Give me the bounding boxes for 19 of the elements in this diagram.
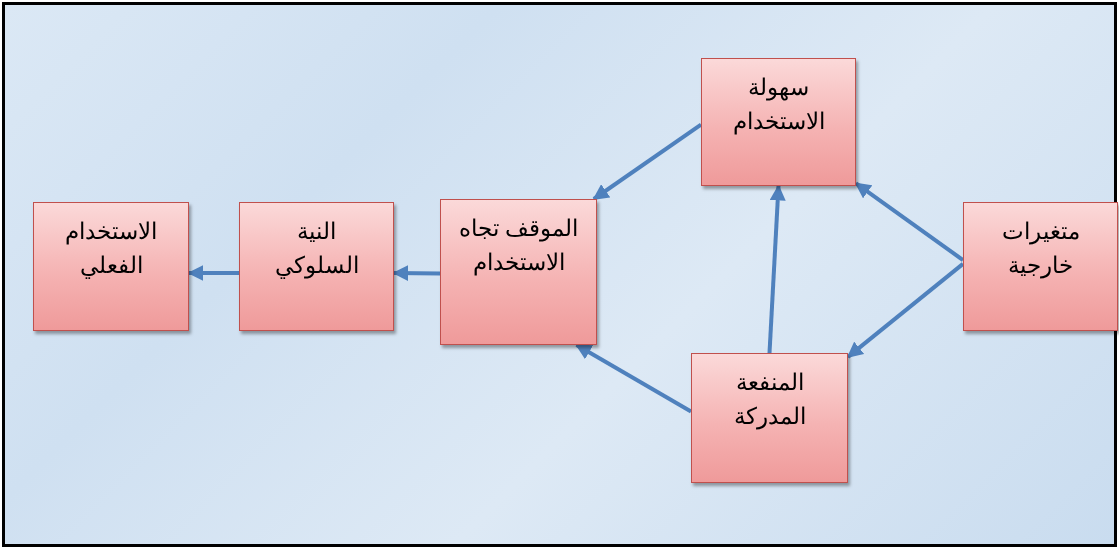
box-label: الموقف تجاه الاستخدام xyxy=(458,215,579,278)
process-box xyxy=(440,199,597,345)
process-box xyxy=(691,353,848,483)
arrow xyxy=(187,264,239,281)
box-label: سهولة الاستخدام xyxy=(731,74,826,137)
process-box xyxy=(33,202,189,331)
box-label: الاستخدام الفعلي xyxy=(64,218,158,281)
box-label: المنفعة المدركة xyxy=(732,369,807,432)
process-box xyxy=(963,202,1118,331)
arrow xyxy=(575,343,692,414)
arrow xyxy=(767,184,786,354)
box-label: النية السلوكي xyxy=(273,218,360,281)
process-box xyxy=(239,202,394,331)
arrow xyxy=(592,122,703,201)
process-box xyxy=(701,58,856,186)
arrow xyxy=(392,265,441,282)
box-label: متغيرات خارجية xyxy=(1000,218,1081,281)
arrow xyxy=(854,181,965,262)
arrow xyxy=(846,262,965,359)
